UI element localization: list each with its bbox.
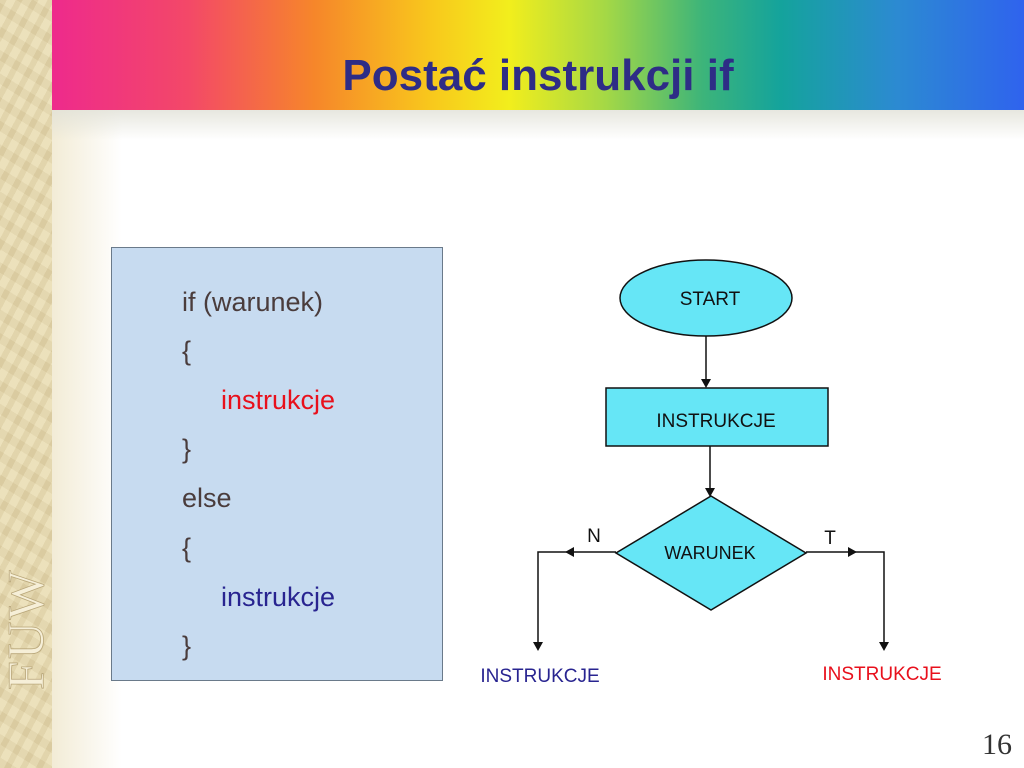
process-label: INSTRUKCJE xyxy=(656,411,775,432)
arrowhead-no xyxy=(565,547,574,557)
arrowhead-decision xyxy=(705,488,715,497)
right-output-label: INSTRUKCJE xyxy=(822,664,941,685)
code-line-close-brace: } xyxy=(182,434,192,464)
left-output-label: INSTRUKCJE xyxy=(480,666,599,687)
code-line-instrukcje-false: instrukcje xyxy=(221,582,336,612)
decision-label: WARUNEK xyxy=(664,543,755,563)
decision-diamond xyxy=(614,495,808,611)
code-line-close-brace-else: } xyxy=(182,631,192,661)
title-banner xyxy=(52,0,1024,110)
flowchart: START INSTRUKCJE WARUNEK N T INSTRUKCJE … xyxy=(480,259,942,687)
side-strip-fade xyxy=(52,110,122,768)
yes-label: T xyxy=(824,528,836,549)
arrowhead-left-output xyxy=(533,642,543,651)
connector-left-branch xyxy=(537,551,574,642)
slide-title: Postać instrukcji if xyxy=(342,51,734,100)
code-line-instrukcje-true: instrukcje xyxy=(221,385,336,415)
start-label: START xyxy=(680,289,741,310)
code-line-open-brace: { xyxy=(182,336,192,366)
banner-shadow xyxy=(52,110,1024,140)
code-line-else: else xyxy=(182,483,232,513)
code-line-if: if (warunek) xyxy=(182,287,324,317)
parchment-side-strip xyxy=(0,0,52,768)
arrowhead-right-output xyxy=(879,642,889,651)
code-line-open-brace-else: { xyxy=(182,533,192,563)
process-box xyxy=(605,387,829,447)
code-box: if (warunek) { instrukcje } else { instr… xyxy=(111,247,443,681)
arrowhead-yes xyxy=(848,547,857,557)
fuw-logo: FUW xyxy=(3,568,51,690)
page-number: 16 xyxy=(982,728,1012,761)
fuw-logo-text: FUW xyxy=(3,568,51,690)
no-label: N xyxy=(587,526,601,547)
connector-right-branch xyxy=(848,551,885,642)
arrowhead-process xyxy=(701,379,711,388)
